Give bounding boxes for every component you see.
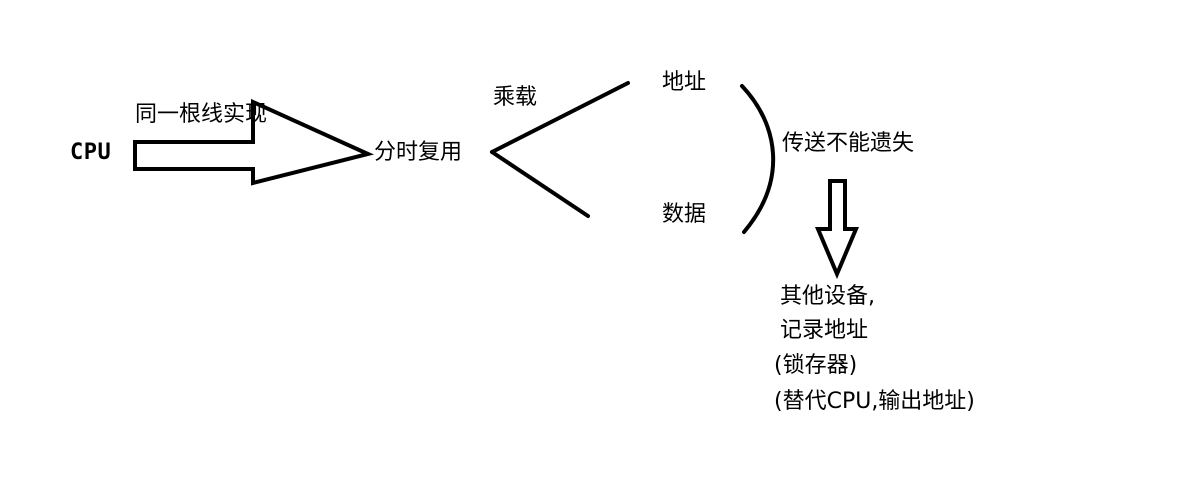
right-bracket-icon (740, 84, 776, 234)
replace-cpu-label: (替代CPU,输出地址) (774, 389, 975, 414)
right-arrow-icon (133, 98, 375, 186)
down-arrow-icon (814, 179, 860, 280)
data-label: 数据 (662, 202, 707, 227)
cpu-label: CPU (70, 140, 112, 165)
no-loss-label: 传送不能遗失 (782, 131, 915, 156)
address-label: 地址 (662, 70, 707, 95)
branch-down-line (490, 150, 590, 218)
record-address-label: 记录地址 (780, 318, 869, 343)
branch-up-line (490, 81, 630, 154)
time-division-label: 分时复用 (374, 140, 463, 165)
carry-label: 乘载 (493, 85, 538, 110)
same-line-label: 同一根线实现 (135, 102, 268, 127)
latch-label: (锁存器) (774, 353, 858, 378)
other-device-label: 其他设备, (780, 284, 875, 309)
